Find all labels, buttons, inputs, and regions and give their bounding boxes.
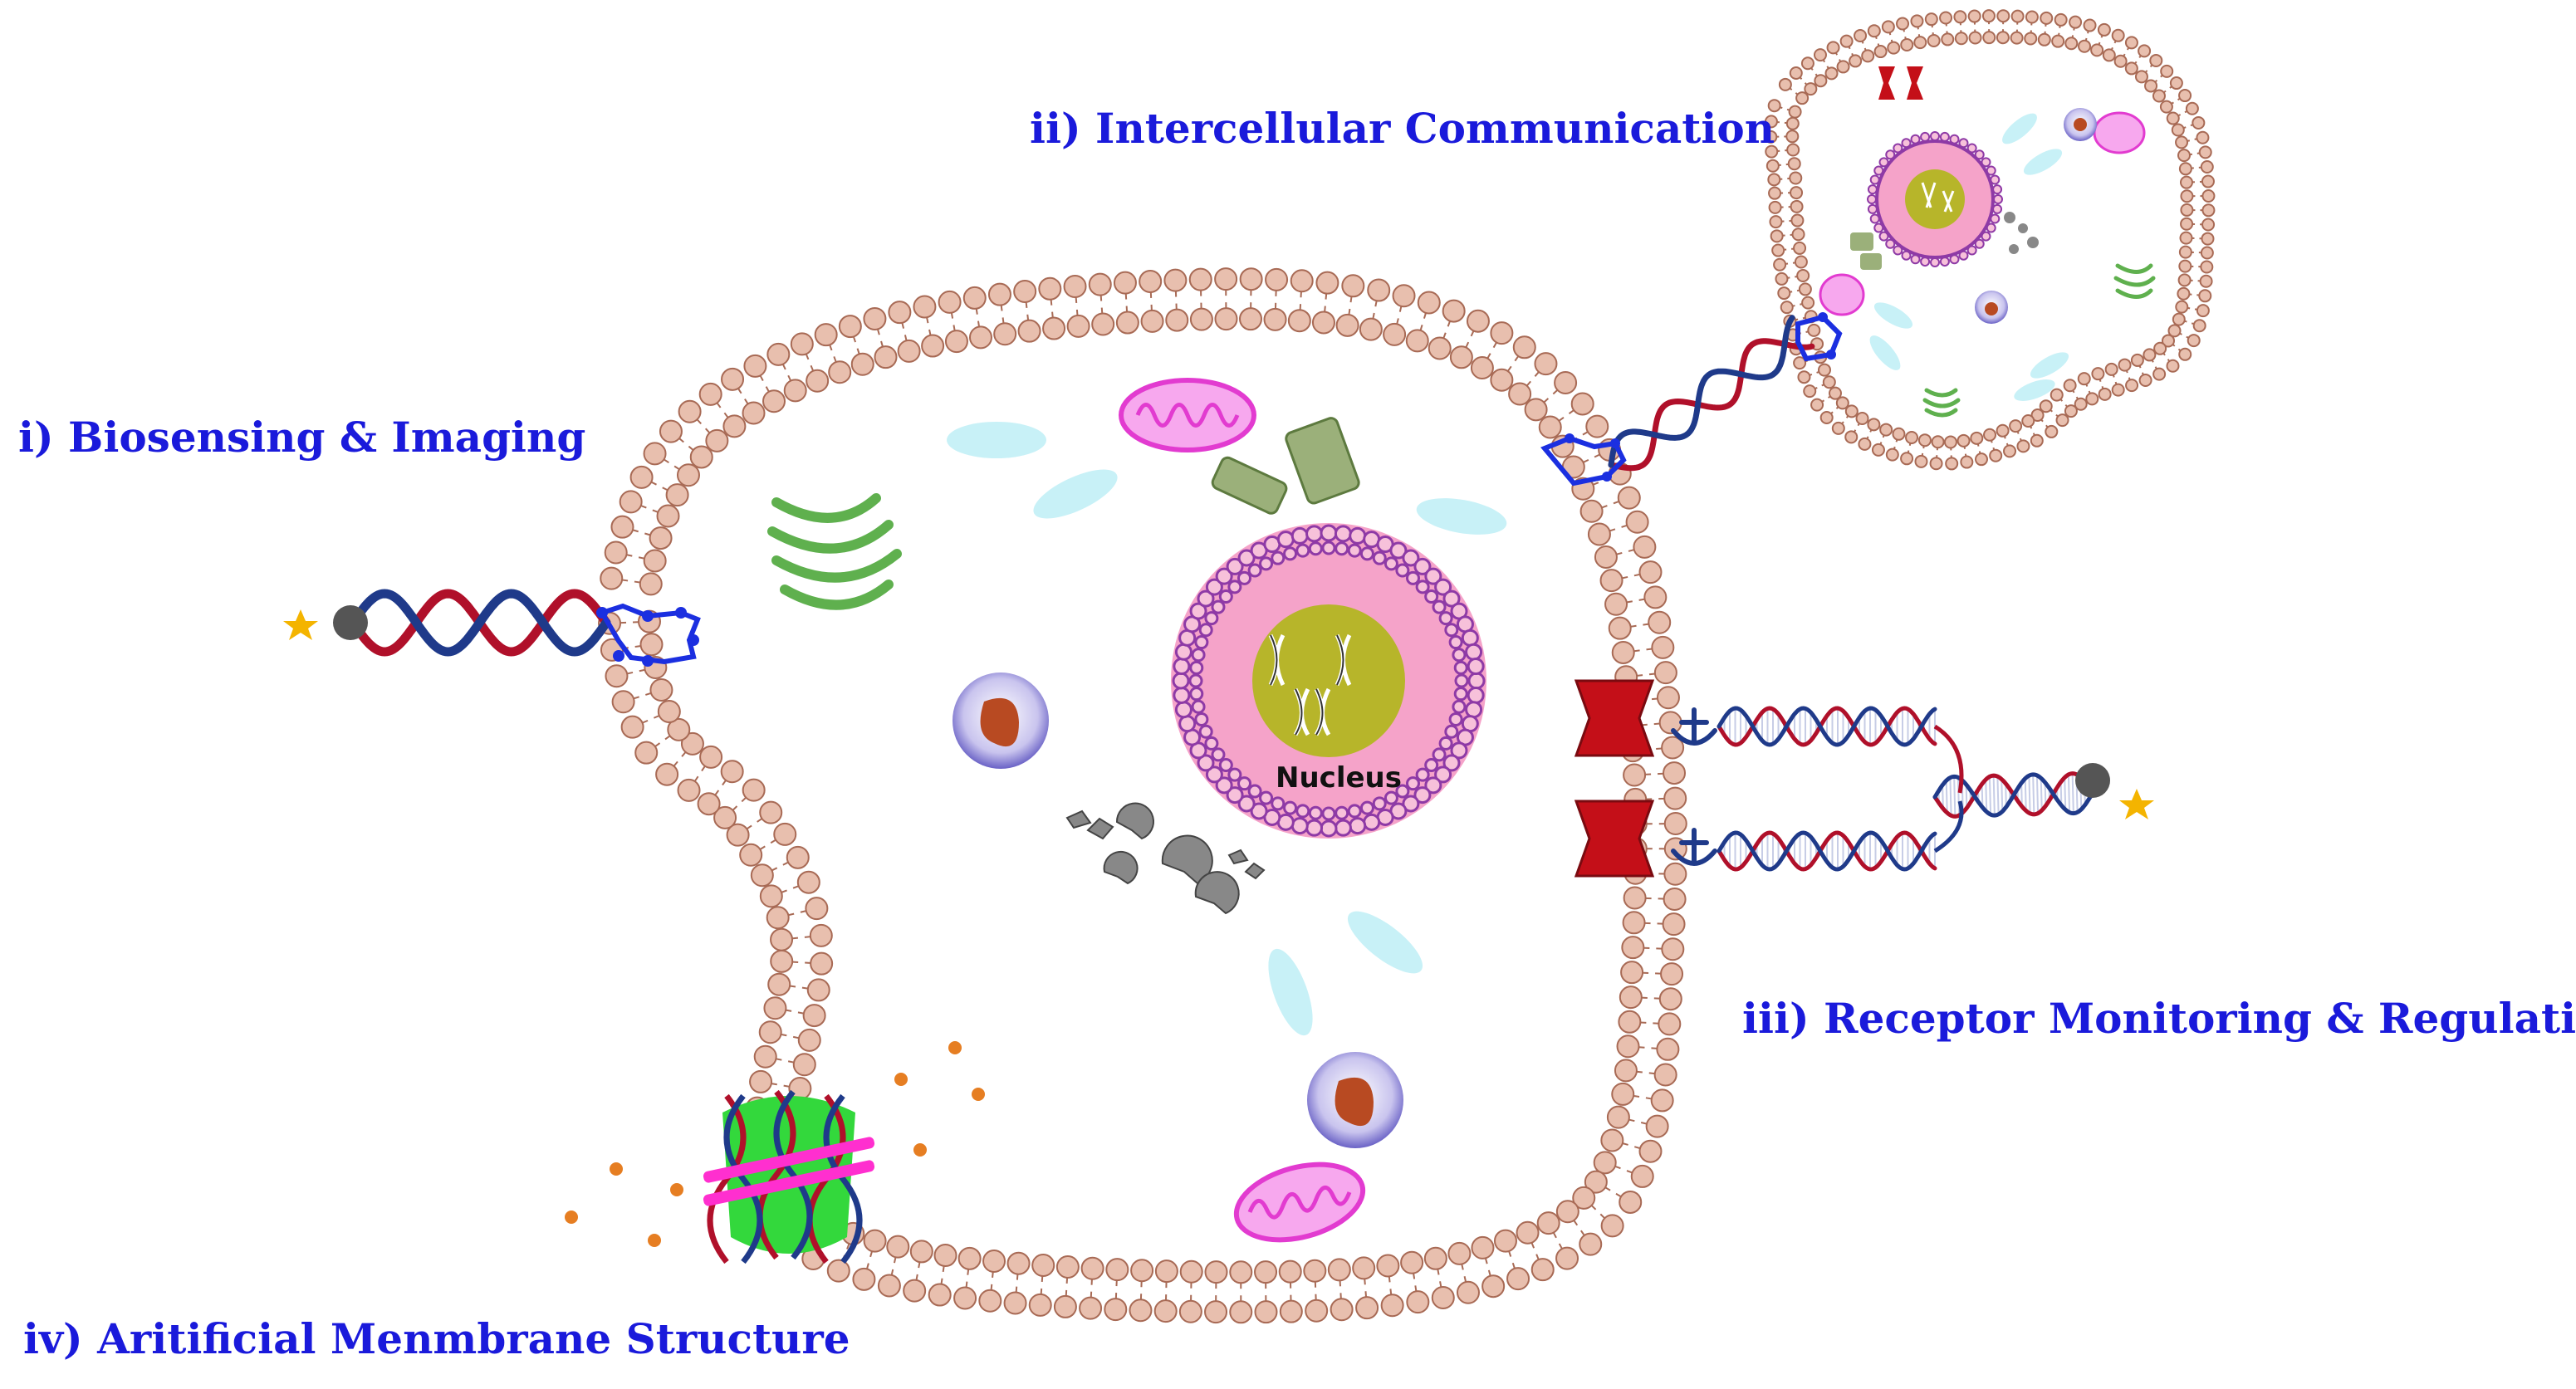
- vesicle: [1416, 498, 1507, 535]
- vesicle: [947, 422, 1046, 458]
- vesicle: [2030, 352, 2069, 379]
- main-cell-organelles: Nucleus: [767, 378, 1507, 1243]
- lysosome: [953, 672, 1049, 769]
- vesicle: [1869, 335, 1901, 370]
- receptor-channel: [1878, 66, 1923, 100]
- ion-dots: [565, 1041, 985, 1247]
- nucleus: Nucleus: [1171, 523, 1486, 839]
- anchor-icon: [1671, 707, 1717, 866]
- receptor-dimer: [1574, 679, 1655, 878]
- mitochondrion: [2093, 111, 2146, 154]
- lysosome: [1307, 1052, 1403, 1148]
- golgi-apparatus: [767, 493, 902, 610]
- label-artificial-membrane: iv) Aritificial Menmbrane Structure: [23, 1314, 850, 1363]
- label-biosensing-imaging: i) Biosensing & Imaging: [18, 413, 586, 462]
- endoplasmic-reticulum: [1211, 417, 1360, 515]
- vesicle: [1873, 302, 1913, 329]
- mitochondrion: [1119, 378, 1256, 452]
- vesicle: [1268, 948, 1313, 1036]
- vesicle: [1347, 911, 1423, 974]
- nucleus-label: Nucleus: [1276, 761, 1402, 795]
- small-cell-membrane: [1764, 9, 2216, 471]
- quencher-ball: [333, 605, 2110, 798]
- golgi-apparatus: [1922, 263, 2156, 418]
- vesicle: [2002, 113, 2037, 144]
- mitochondrion: [1819, 273, 1865, 316]
- cell-debris: [2004, 212, 2039, 254]
- endoplasmic-reticulum: [1850, 232, 1882, 270]
- main-cell-membrane: [598, 267, 1687, 1324]
- artificial-dna-channel: [703, 1089, 875, 1264]
- vesicle: [2023, 149, 2063, 175]
- label-intercellular-communication: ii) Intercellular Communication: [1030, 104, 1775, 153]
- cell-debris: [1065, 802, 1266, 915]
- aptamer-dots: [596, 312, 1836, 667]
- dna-helices: [348, 315, 2095, 872]
- vesicle: [1033, 469, 1118, 519]
- fluorophore-star: [283, 609, 2154, 819]
- label-receptor-monitoring: iii) Receptor Monitoring & Regulating: [1742, 994, 2576, 1043]
- mitochondrion: [1233, 1162, 1366, 1243]
- small-cell-organelles: [1819, 66, 2156, 418]
- vesicle: [2014, 379, 2055, 401]
